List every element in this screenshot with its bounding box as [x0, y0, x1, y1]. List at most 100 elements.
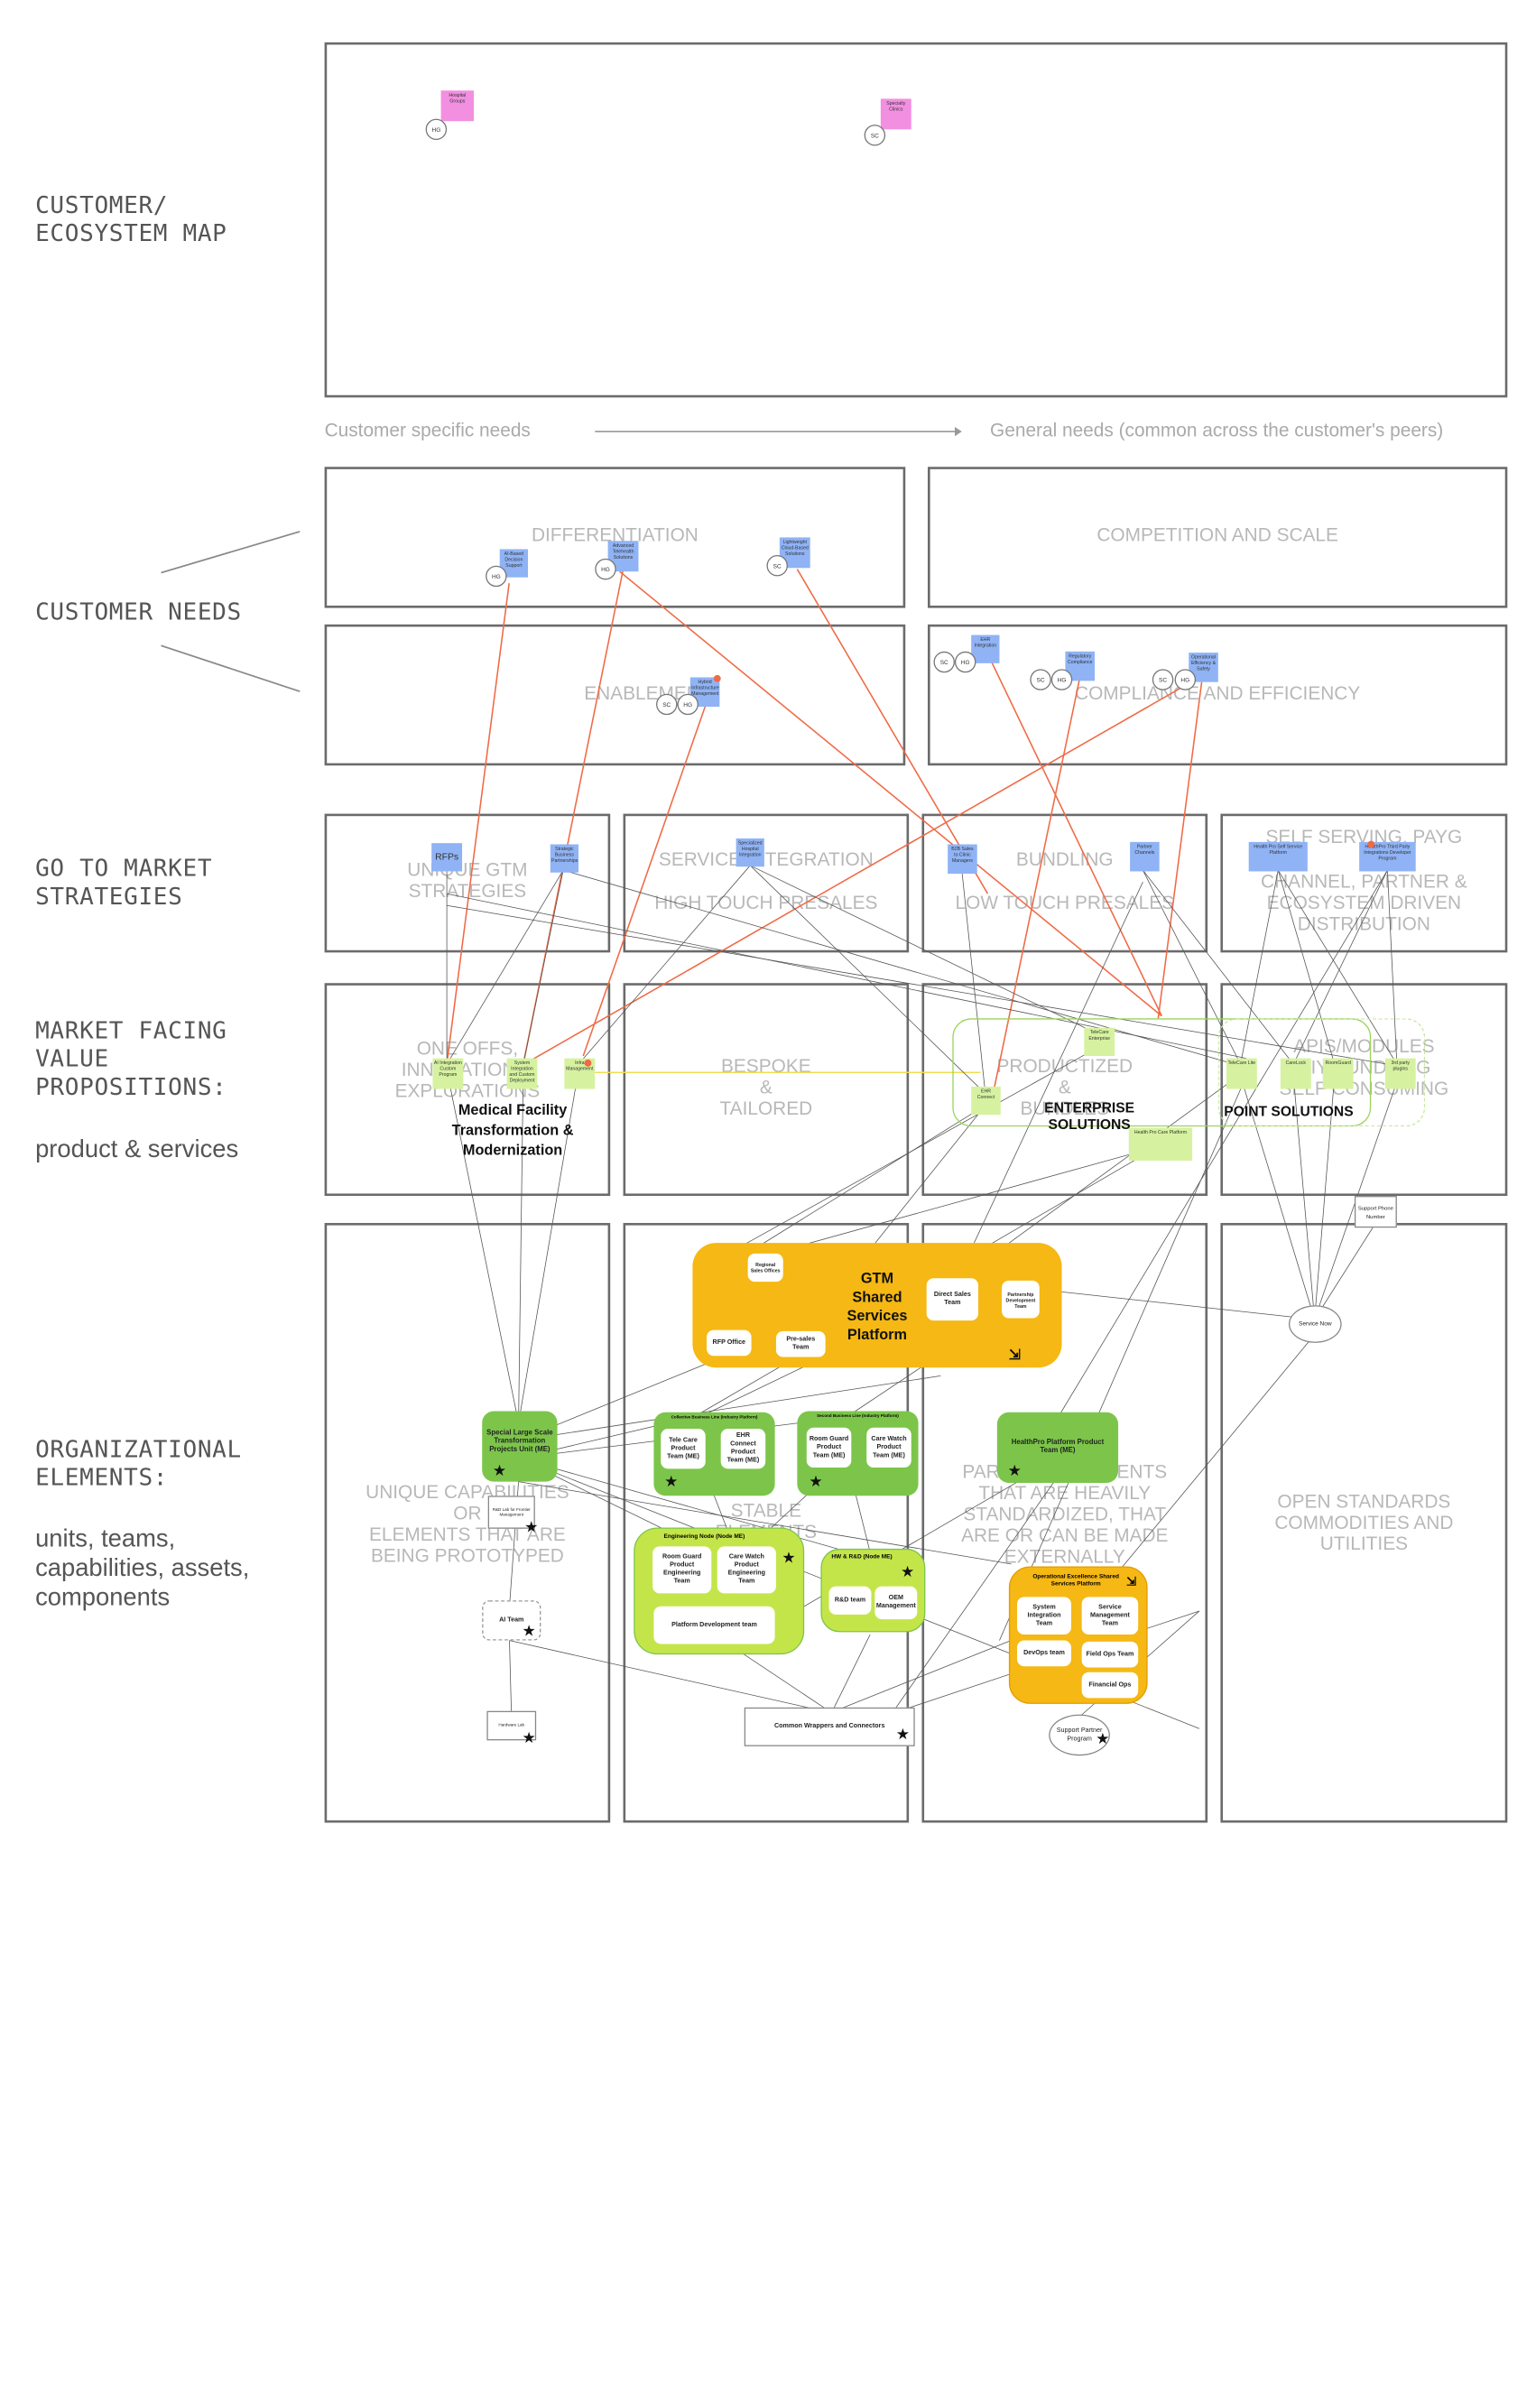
partnership-dev-card[interactable]: Partnership Development Team: [1002, 1280, 1040, 1319]
direct-sales-card[interactable]: Direct Sales Team: [926, 1278, 979, 1321]
sticky-third-party[interactable]: 3rd party plugins: [1384, 1058, 1416, 1089]
star-icon: ★: [901, 1562, 915, 1581]
sys-int-team-card[interactable]: System Integration Team: [1017, 1597, 1071, 1635]
sticky-healthpro-self[interactable]: Health Pro Self Service Platform: [1248, 841, 1308, 872]
sticky-system-integration-program[interactable]: System Integration and Custom Deployment: [506, 1058, 538, 1089]
zone-compliance: COMPLIANCE AND EFFICIENCY: [1075, 684, 1361, 705]
engineering-node-label: Engineering Node (Node ME): [663, 1533, 745, 1541]
status-dot: [584, 1059, 592, 1067]
carewatch-eng-card[interactable]: Care Watch Product Engineering Team: [717, 1546, 776, 1594]
gtm-box-3: [921, 813, 1208, 953]
sticky-lightweight[interactable]: Lightweight Cloud-Based Solutions: [779, 537, 810, 569]
sticky-ehr-integration[interactable]: EHR Integration: [971, 634, 1000, 663]
sticky-ai-decision[interactable]: AI-Based Decision Support: [499, 549, 529, 578]
tag-sc: SC: [766, 554, 788, 577]
common-wrappers-node[interactable]: Common Wrappers and Connectors: [744, 1707, 915, 1746]
sticky-telecare-lite[interactable]: TeleCare Lite: [1226, 1058, 1257, 1089]
roomguard-eng-card[interactable]: Room Guard Product Engineering Team: [652, 1546, 712, 1594]
tag-sc: SC: [864, 125, 886, 146]
ecosystem-map-box: [324, 42, 1508, 398]
row-sublabel-value-props: product & services: [35, 1135, 239, 1163]
healthpro-platform-team[interactable]: HealthPro Platform Product Team (ME): [996, 1412, 1119, 1483]
service-mgmt-card[interactable]: Service Management Team: [1081, 1597, 1139, 1635]
rfp-office-card[interactable]: RFP Office: [707, 1329, 752, 1357]
tag-hg: HG: [1050, 669, 1073, 690]
tag-sc: SC: [1152, 669, 1174, 690]
tag-hg: HG: [425, 118, 448, 141]
zone-service-integration: SERVICE INTEGRATION: [658, 849, 874, 871]
sticky-hospital-groups[interactable]: Hospital Groups: [440, 90, 475, 122]
telecare-team-card[interactable]: Tele Care Product Team (ME): [661, 1429, 706, 1469]
tag-hg: HG: [595, 558, 616, 580]
sticky-specialized-integration[interactable]: Specialized Hospital Integration: [736, 838, 764, 867]
row-label-customer-needs: CUSTOMER NEEDS: [35, 597, 242, 626]
star-icon: ★: [664, 1472, 679, 1490]
special-large-unit[interactable]: Special Large Scale Transformation Proje…: [482, 1411, 558, 1482]
status-dot: [713, 674, 721, 682]
star-icon: ★: [809, 1472, 823, 1490]
roomguard-team-card[interactable]: Room Guard Product Team (ME): [806, 1427, 852, 1468]
sticky-ai-integration[interactable]: AI Integration Custom Program: [432, 1058, 464, 1089]
star-icon: ★: [895, 1725, 910, 1743]
star-icon: ★: [522, 1728, 536, 1746]
point-solutions-group: [1217, 1018, 1426, 1127]
financial-ops-card[interactable]: Financial Ops: [1081, 1672, 1139, 1699]
ehr-team-card[interactable]: EHR Connect Product Team (ME): [720, 1429, 766, 1469]
support-partner-node[interactable]: Support Partner Program: [1049, 1714, 1110, 1756]
star-icon: ★: [782, 1548, 796, 1567]
point-solutions-label: POINT SOLUTIONS: [1224, 1103, 1354, 1120]
presales-card[interactable]: Pre-sales Team: [775, 1330, 826, 1357]
collective-business-line-label: Collective Business Line (Industry Platf…: [671, 1414, 758, 1420]
zone-enablement: ENABLEMENT: [584, 684, 712, 705]
status-dot: [1367, 840, 1375, 848]
sticky-roomguard[interactable]: RoomGuard: [1322, 1058, 1354, 1089]
zone-open-standards: OPEN STANDARDS COMMODITIES AND UTILITIES: [1274, 1492, 1454, 1555]
carewatch-team-card[interactable]: Care Watch Product Team (ME): [866, 1427, 911, 1468]
ai-team-node[interactable]: AI Team: [482, 1600, 541, 1641]
row-label-gtm: GO TO MARKET STRATEGIES: [35, 853, 213, 911]
sticky-healthpro-care[interactable]: Health Pro Care Platform: [1128, 1127, 1193, 1161]
star-icon: ★: [524, 1518, 539, 1536]
zone-unique-capabilities: UNIQUE CAPABILITIES OR ELEMENTS THAT ARE…: [365, 1482, 569, 1567]
sticky-b2b-sales[interactable]: B2B Sales to Clinic Managers: [948, 844, 977, 875]
rd-team-card[interactable]: R&D team: [828, 1586, 872, 1615]
opex-label: Operational Excellence Shared Services P…: [1032, 1573, 1119, 1588]
needs-competition-box: [927, 467, 1508, 608]
gtm-box-2: [623, 813, 910, 953]
gtm-platform-title: GTM Shared Services Platform: [847, 1270, 908, 1343]
sticky-operational[interactable]: Operational Efficiency & Safety: [1189, 653, 1218, 682]
platform-icon: ⇲: [1008, 1346, 1021, 1364]
star-icon: ★: [492, 1461, 507, 1480]
platform-dev-card[interactable]: Platform Development team: [653, 1606, 775, 1644]
hardware-lab-node[interactable]: Hardware Lab: [486, 1710, 537, 1741]
tag-hg: HG: [486, 565, 507, 588]
zone-low-touch: LOW TOUCH PRESALES: [955, 894, 1175, 914]
oem-card[interactable]: OEM Management: [874, 1586, 918, 1620]
sticky-telecare-enterprise[interactable]: TeleCare Enterprise: [1084, 1027, 1115, 1057]
sticky-rfps[interactable]: RFPs: [431, 843, 463, 872]
rnd-frontier-node[interactable]: R&D Lab for Frontier Management: [487, 1496, 535, 1529]
sticky-carelock[interactable]: CareLock: [1280, 1058, 1311, 1089]
tag-hg: HG: [677, 693, 699, 716]
sticky-ehr-connect[interactable]: EHR Connect: [971, 1086, 1001, 1116]
star-icon: ★: [1007, 1461, 1022, 1480]
second-business-line-label: Second Business Line (Industry Platform): [817, 1413, 899, 1419]
row-label-customer-map: CUSTOMER/ ECOSYSTEM MAP: [35, 190, 227, 247]
zone-differentiation: DIFFERENTIATION: [531, 525, 699, 546]
regional-sales-card[interactable]: Regional Sales Offices: [747, 1253, 783, 1283]
zone-high-touch: HIGH TOUCH PRESALES: [654, 894, 878, 914]
sticky-specialty-clinics[interactable]: Specialty Clinics: [880, 98, 911, 130]
tag-hg: HG: [954, 651, 976, 673]
sticky-partner-channels[interactable]: Partner Channels: [1130, 841, 1160, 872]
platform-icon: ⇲: [1126, 1575, 1137, 1589]
field-ops-card[interactable]: Field Ops Team: [1081, 1641, 1139, 1668]
enterprise-solutions-group: [952, 1018, 1372, 1127]
service-now-node[interactable]: Service Now: [1288, 1305, 1342, 1343]
zone-competition: COMPETITION AND SCALE: [1096, 525, 1338, 546]
sticky-strategic-partners[interactable]: Strategic Business Partnerships: [550, 844, 579, 873]
support-phone-node[interactable]: Support Phone Number: [1354, 1196, 1397, 1228]
tag-hg: HG: [1174, 669, 1197, 690]
zone-channel: CHANNEL, PARTNER & ECOSYSTEM DRIVEN DIST…: [1261, 872, 1467, 935]
devops-card[interactable]: DevOps team: [1017, 1640, 1071, 1667]
star-icon: ★: [1096, 1729, 1110, 1748]
